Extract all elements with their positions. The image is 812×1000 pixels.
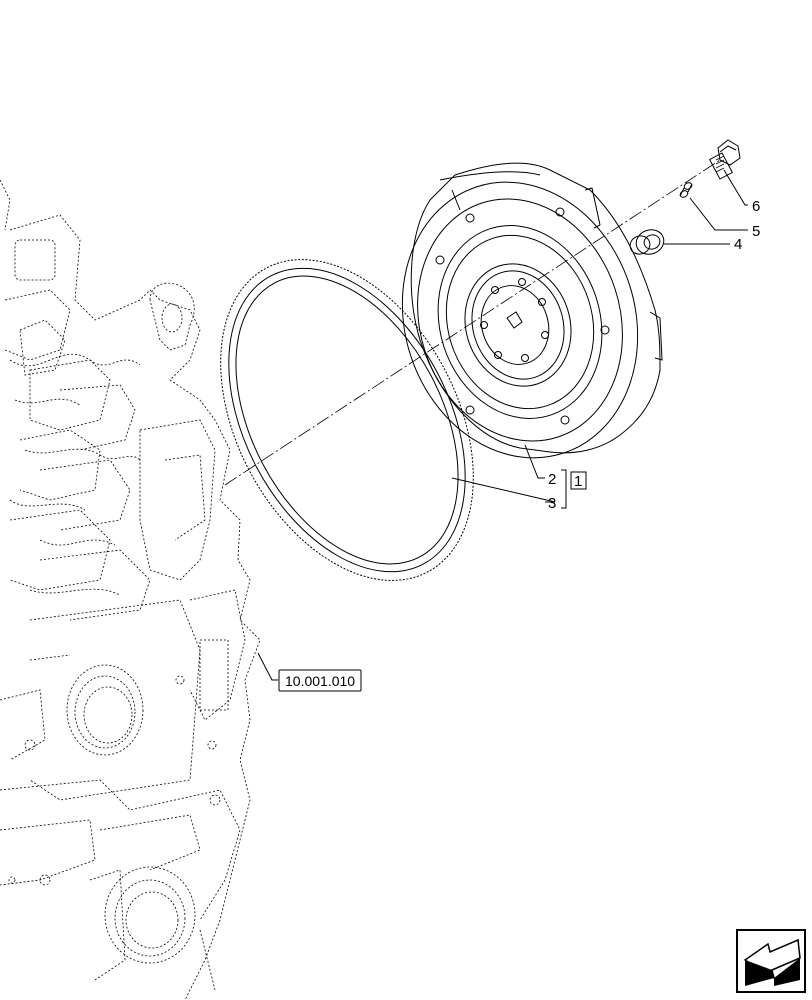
callout-2: 2	[548, 471, 556, 488]
bushing	[629, 229, 665, 255]
ring-gear	[220, 259, 474, 581]
engine-block	[0, 179, 261, 1000]
bolt	[708, 139, 741, 180]
flywheel	[401, 162, 663, 459]
reference-label[interactable]: 10.001.010	[285, 673, 355, 689]
assembly-box-label: 1	[574, 473, 582, 490]
shaft-centerline	[224, 159, 721, 486]
leader-lines	[257, 169, 748, 681]
dowel-pin	[679, 182, 693, 198]
callout-6: 6	[752, 198, 760, 215]
reference-box[interactable]	[278, 669, 362, 692]
callout-3: 3	[548, 495, 556, 512]
arrow-icon[interactable]	[736, 929, 806, 993]
assembly-box	[570, 471, 587, 490]
callout-4: 4	[734, 236, 742, 253]
callout-5: 5	[752, 223, 760, 240]
